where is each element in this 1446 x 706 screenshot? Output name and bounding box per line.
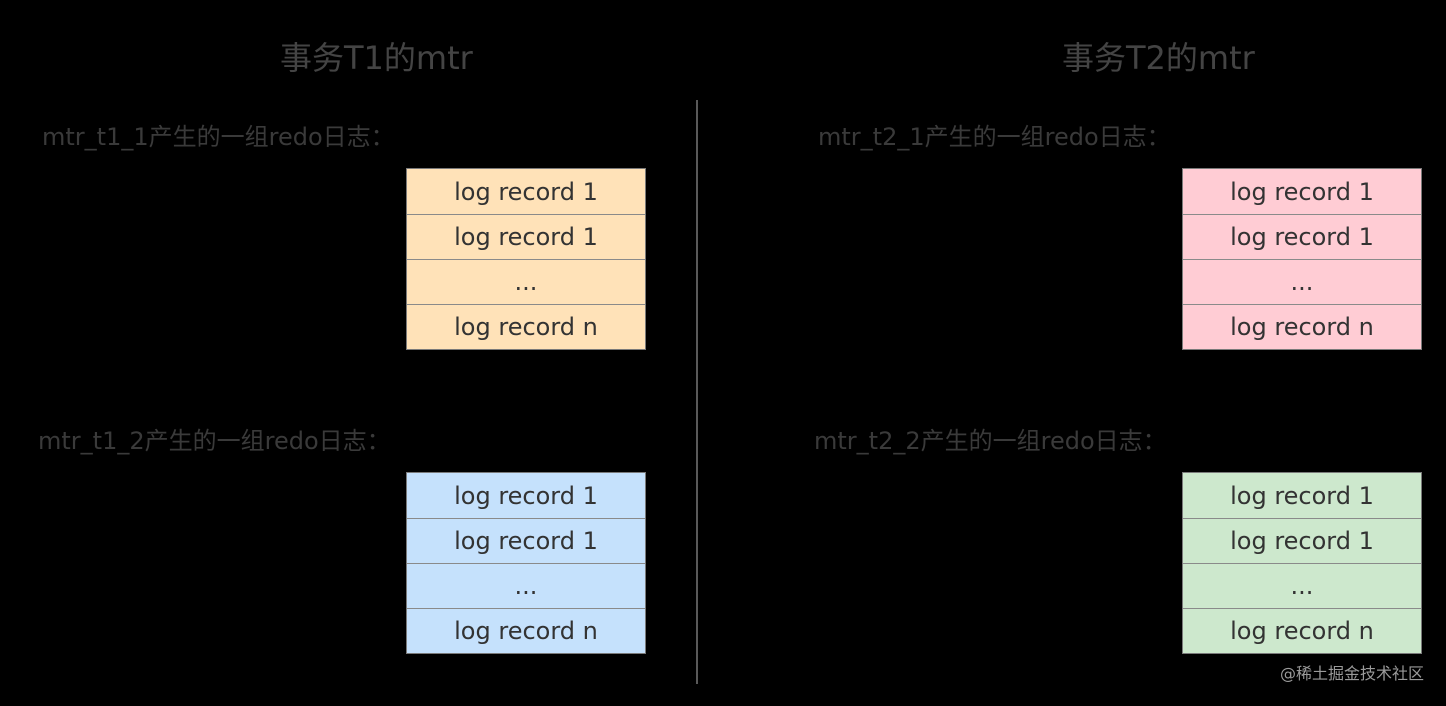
t1-group1-label: mtr_t1_1产生的一组redo日志： — [42, 123, 395, 151]
log-record-row: log record 1 — [454, 481, 598, 510]
log-record-ellipsis-row: ... — [1183, 259, 1421, 304]
t1-group1-stack: log record 1 log record 1 ... log record… — [406, 168, 646, 350]
t2-group1-label: mtr_t2_1产生的一组redo日志： — [818, 123, 1171, 151]
log-record-ellipsis-row: ... — [407, 259, 645, 304]
t1-title: 事务T1的mtr — [280, 39, 473, 77]
log-record-row: log record n — [407, 608, 645, 653]
log-record-row: log record 1 — [1183, 518, 1421, 563]
watermark: @稀土掘金技术社区 — [1279, 664, 1424, 683]
log-record-row: log record 1 — [454, 177, 598, 206]
t1-group2-label: mtr_t1_2产生的一组redo日志： — [38, 427, 391, 455]
t2-group2-label: mtr_t2_2产生的一组redo日志： — [814, 427, 1167, 455]
log-record-row: log record 1 — [1230, 481, 1374, 510]
t2-group1-stack: log record 1 log record 1 ... log record… — [1182, 168, 1422, 350]
log-record-ellipsis-row: ... — [407, 563, 645, 608]
log-record-row: log record 1 — [407, 518, 645, 563]
log-record-row: log record 1 — [407, 214, 645, 259]
center-divider — [696, 100, 698, 684]
log-record-ellipsis-row: ... — [1183, 563, 1421, 608]
log-record-row: log record 1 — [1230, 177, 1374, 206]
log-record-row: log record n — [1183, 304, 1421, 349]
t1-group2-stack: log record 1 log record 1 ... log record… — [406, 472, 646, 654]
log-record-row: log record 1 — [1183, 214, 1421, 259]
t2-group2-stack: log record 1 log record 1 ... log record… — [1182, 472, 1422, 654]
log-record-row: log record n — [407, 304, 645, 349]
t2-title: 事务T2的mtr — [1062, 39, 1255, 77]
log-record-row: log record n — [1183, 608, 1421, 653]
